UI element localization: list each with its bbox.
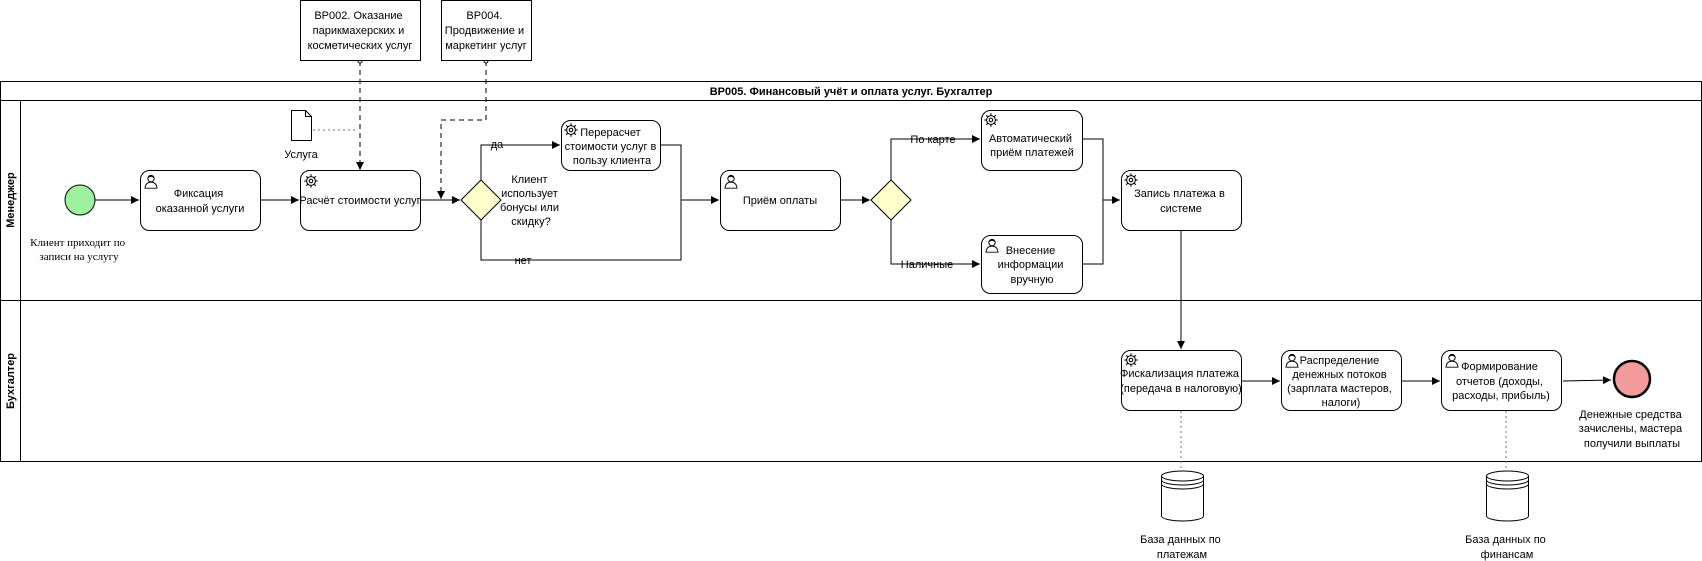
svg-text:Запись платежа в системе: Запись платежа в системе <box>1134 188 1228 215</box>
task-record-payment[interactable]: Запись платежа в системе <box>1121 170 1242 231</box>
svg-text:Фискализация платежа (пе: Фискализация платежа (передача в налогов… <box>1120 368 1242 395</box>
task-distribution[interactable]: Распределение денежных потоков (зарплата… <box>1281 350 1402 411</box>
task-fix-service[interactable]: Фиксация оказанной услуги <box>140 170 261 231</box>
gateway-payment-method[interactable] <box>870 179 912 221</box>
flow-recalc-receive <box>661 144 719 204</box>
task-auto-payment[interactable]: Автоматический приём платежей <box>981 110 1083 171</box>
end-event[interactable] <box>1612 359 1652 399</box>
datastore-finance-label: База данных по финансам <box>1465 534 1549 561</box>
message-flows <box>356 61 487 199</box>
start-event[interactable] <box>64 184 96 216</box>
message-flow-bp004 <box>437 61 487 199</box>
external-process-bp002[interactable]: BP002. Оказание парикмахерских и космети… <box>300 0 421 61</box>
svg-text:Фиксация оказанной услуг: Фиксация оказанной услуги <box>156 188 245 215</box>
end-event-label: Денежные средства зачислены, мастера пол… <box>1579 409 1685 450</box>
datastore-finance[interactable] <box>1486 470 1529 522</box>
svg-text:Расчёт стоимости услуг: Расчёт стоимости услуг <box>299 195 420 207</box>
datastore-payments[interactable] <box>1161 470 1204 522</box>
flow-label-no: нет <box>515 255 532 267</box>
task-recalc[interactable]: Перерасчет стоимости услуг в пользу клие… <box>561 120 661 171</box>
pool: BP005. Финансовый учёт и оплата услуг. Б… <box>0 81 1702 462</box>
document-label: Услуга <box>284 149 318 161</box>
svg-text:Приём оплаты: Приём оплаты <box>743 195 817 207</box>
flow-gw1-no <box>480 200 682 261</box>
task-receive-payment[interactable]: Приём оплаты <box>720 170 841 231</box>
lane-label-manager: Менеджер <box>5 172 17 228</box>
svg-text:BP002. Оказание парикмах: BP002. Оказание парикмахерских и космети… <box>308 10 413 52</box>
task-manual-entry[interactable]: Внесение информации вручную <box>981 235 1083 294</box>
svg-text:Внесение информации: Внесение информации вручную <box>998 245 1067 286</box>
sequence-flows <box>95 135 1612 385</box>
flow-label-card: По карте <box>910 134 955 146</box>
svg-text:BP004. Продвижение и: BP004. Продвижение и маркетинг услуг <box>445 10 527 52</box>
flow-reports-end <box>1562 376 1612 385</box>
flow-label-yes: да <box>491 139 504 151</box>
svg-text:Формирование отчетов (до: Формирование отчетов (доходы, расходы, п… <box>1452 361 1550 402</box>
gateway-bonus[interactable] <box>460 179 502 221</box>
task-calc-cost[interactable]: Расчёт стоимости услуг <box>299 170 421 231</box>
svg-text:Автоматический приём пла: Автоматический приём платежей <box>989 133 1075 159</box>
flow-auto-record <box>1083 138 1120 204</box>
svg-text:Распределение денежных п: Распределение денежных потоков (зарплата… <box>1287 355 1395 409</box>
start-event-label: Клиент приходит по записи на услугу <box>30 237 128 263</box>
svg-text:Перерасчет стоимости усл: Перерасчет стоимости услуг в пользу клие… <box>565 127 660 167</box>
document-icon[interactable] <box>291 110 312 141</box>
flow-gw2-card <box>890 135 980 180</box>
flow-label-cash: Наличные <box>901 259 953 271</box>
task-reports[interactable]: Формирование отчетов (доходы, расходы, п… <box>1441 350 1562 411</box>
external-process-bp004[interactable]: BP004. Продвижение и маркетинг услуг <box>441 0 532 61</box>
pool-title: BP005. Финансовый учёт и оплата услуг. Б… <box>710 86 993 98</box>
gateway-bonus-label: Клиент использует бонусы или скидку? <box>500 174 562 228</box>
datastore-payments-label: База данных по платежам <box>1140 534 1224 561</box>
lane-label-accountant: Бухгалтер <box>5 353 17 409</box>
task-fiscalization[interactable]: Фискализация платежа (передача в налогов… <box>1120 350 1242 411</box>
flow-gw2-cash <box>890 220 980 268</box>
flow-manual-record <box>1083 200 1104 265</box>
flow-gw1-recalc <box>480 141 560 180</box>
